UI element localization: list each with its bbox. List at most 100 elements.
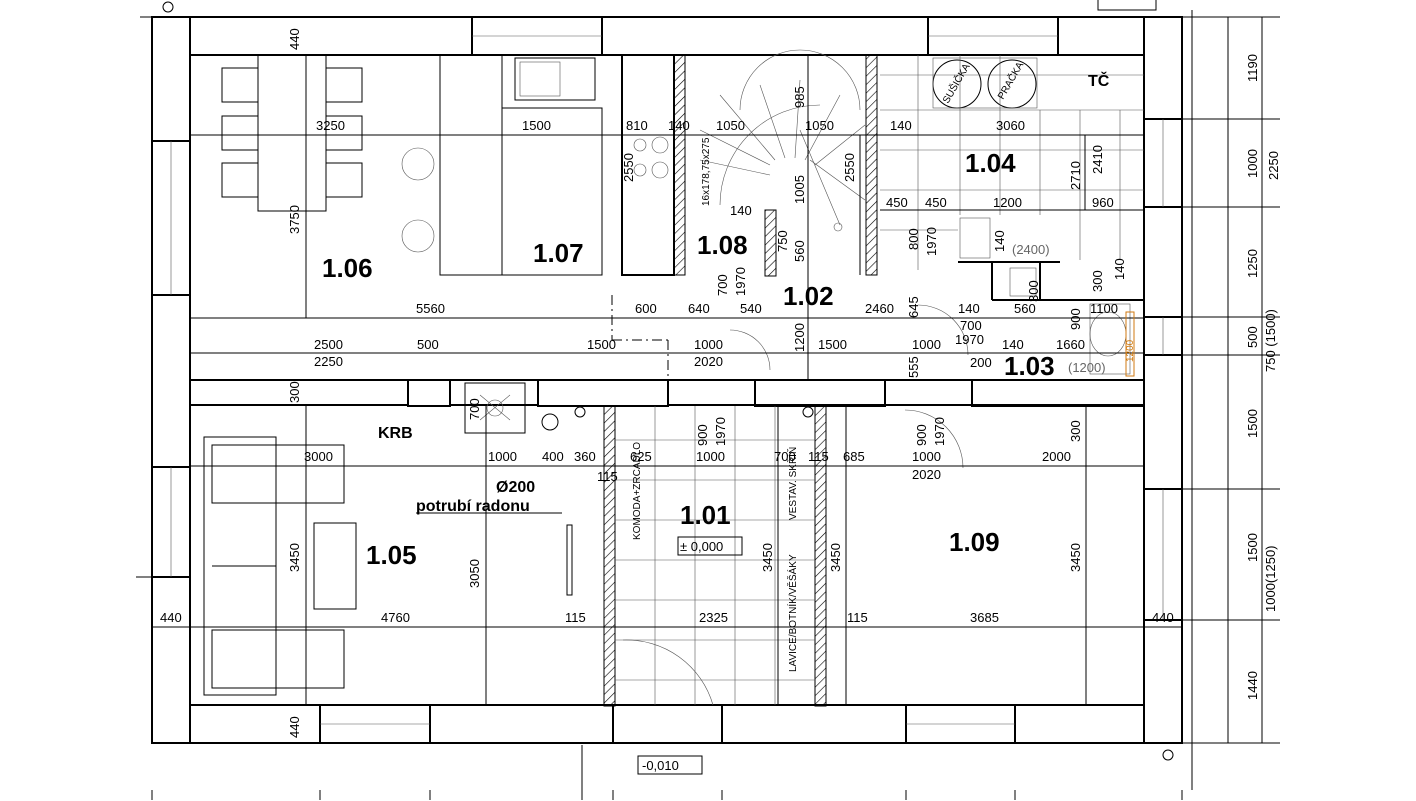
dim: 1440 <box>1245 671 1260 700</box>
corner-marker-top <box>162 1 174 13</box>
dim: 2000 <box>1042 449 1071 464</box>
dim: 115 <box>847 610 868 625</box>
dim: 140 <box>958 301 980 316</box>
dim: 1200 <box>792 323 807 352</box>
outer-walls <box>151 16 1183 744</box>
dim: 300 <box>1026 280 1041 302</box>
room-1-04: 1.04 <box>965 148 1016 178</box>
dim: 400 <box>542 449 564 464</box>
dim: 200 <box>970 355 992 370</box>
dim: 900 <box>695 424 710 446</box>
dim: 1500 <box>1245 533 1260 562</box>
dim: 3685 <box>970 610 999 625</box>
room-1-01: 1.01 <box>680 500 731 530</box>
diameter-label: Ø200 <box>496 479 535 496</box>
room-1-09: 1.09 <box>949 527 1000 557</box>
room-1-03: 1.03 <box>1004 351 1055 381</box>
dim: 140 <box>890 118 912 133</box>
dim: 560 <box>792 240 807 262</box>
dim: 1000 <box>912 449 941 464</box>
dim: 1050 <box>805 118 834 133</box>
dim: 5560 <box>416 301 445 316</box>
dim: 700 <box>715 274 730 296</box>
interior-walls <box>190 54 1145 707</box>
dim: 1970 <box>924 227 939 256</box>
dim: 1100 <box>1090 301 1118 316</box>
dim: 3450 <box>287 543 302 572</box>
dim: 700 <box>774 449 796 464</box>
room-1-02: 1.02 <box>783 281 834 311</box>
dim: 2250 <box>314 354 343 369</box>
dim: 140 <box>1112 258 1127 280</box>
dim: 115 <box>565 610 586 625</box>
fireplace-label: KRB <box>378 425 413 442</box>
dim: 4760 <box>381 610 410 625</box>
dim: 700 <box>960 318 982 333</box>
annotations: KRB Ø200 potrubí radonu TČ ± 0,000 -0,01… <box>378 59 1136 775</box>
radon-pipe-label: potrubí radonu <box>416 498 530 515</box>
dim: 440 <box>1152 610 1174 625</box>
dim: 440 <box>287 28 302 50</box>
corner-marker-bottom <box>1162 749 1174 761</box>
dim: 1200 <box>993 195 1022 210</box>
dim: 2500 <box>314 337 343 352</box>
dim: 3060 <box>996 118 1025 133</box>
dim: 800 <box>906 228 921 250</box>
dim: 1500 <box>522 118 551 133</box>
dim-1200-orange-label: 1200 <box>1125 339 1136 362</box>
bench-label: LAVICE/BOTNÍK/VĚŠÁKY <box>786 554 799 672</box>
dim: 450 <box>925 195 947 210</box>
dim: 1970 <box>932 417 947 446</box>
dim: 750 (1500) <box>1263 309 1278 372</box>
dim: 500 <box>417 337 439 352</box>
dryer-label: SUŠIČKA <box>939 61 972 106</box>
furniture <box>203 49 1144 706</box>
dim: 3450 <box>760 543 775 572</box>
dim: 960 <box>1092 195 1114 210</box>
wardrobe-label: VESTAV. SKŘÍŇ <box>786 447 799 520</box>
dim: 3450 <box>828 543 843 572</box>
dim: 1190 <box>1245 54 1260 82</box>
dim: 3450 <box>1068 543 1083 572</box>
dim: 450 <box>886 195 908 210</box>
dim: 140 <box>730 203 752 218</box>
dim: 3250 <box>316 118 345 133</box>
section-marker <box>1097 0 1157 11</box>
dim: 700 <box>467 398 482 420</box>
room-1-05: 1.05 <box>366 540 417 570</box>
dim: 600 <box>635 301 657 316</box>
dim: 555 <box>906 356 921 378</box>
room-1-07: 1.07 <box>533 238 584 268</box>
dim: 1500 <box>1245 409 1260 438</box>
dim: 900 <box>914 424 929 446</box>
washer-label: PRAČKA <box>994 59 1026 101</box>
dim-1200-label: (1200) <box>1068 360 1106 375</box>
room-1-08: 1.08 <box>697 230 748 260</box>
dim: 645 <box>906 296 921 318</box>
room-1-06: 1.06 <box>322 253 373 283</box>
dim: 2410 <box>1090 145 1105 174</box>
dim: 1000(1250) <box>1263 546 1278 613</box>
dim: 440 <box>160 610 182 625</box>
entry-level-label: ± 0,000 <box>680 539 723 554</box>
stairs-label: 16x178,75x275 <box>701 137 712 206</box>
dim: 900 <box>1068 308 1083 330</box>
dim: 2550 <box>621 153 636 182</box>
dim: 2710 <box>1068 161 1083 190</box>
dim: 1000 <box>696 449 725 464</box>
room-labels: 1.01 1.02 1.03 1.04 1.05 1.06 1.07 1.08 … <box>322 148 1055 570</box>
dim: 2550 <box>842 153 857 182</box>
dim: 1500 <box>818 337 847 352</box>
dim: 2020 <box>694 354 723 369</box>
dim: 440 <box>287 716 302 738</box>
dim: 540 <box>740 301 762 316</box>
dim-2400-label: (2400) <box>1012 242 1050 257</box>
dim: 1000 <box>488 449 517 464</box>
dim: 140 <box>992 230 1007 252</box>
dim: 1250 <box>1245 249 1260 278</box>
dim: 1000 <box>912 337 941 352</box>
dim: 985 <box>792 86 807 108</box>
dim: 2020 <box>912 467 941 482</box>
dimension-texts: 3250 1500 810 140 1050 1050 140 3060 140… <box>160 28 1281 738</box>
